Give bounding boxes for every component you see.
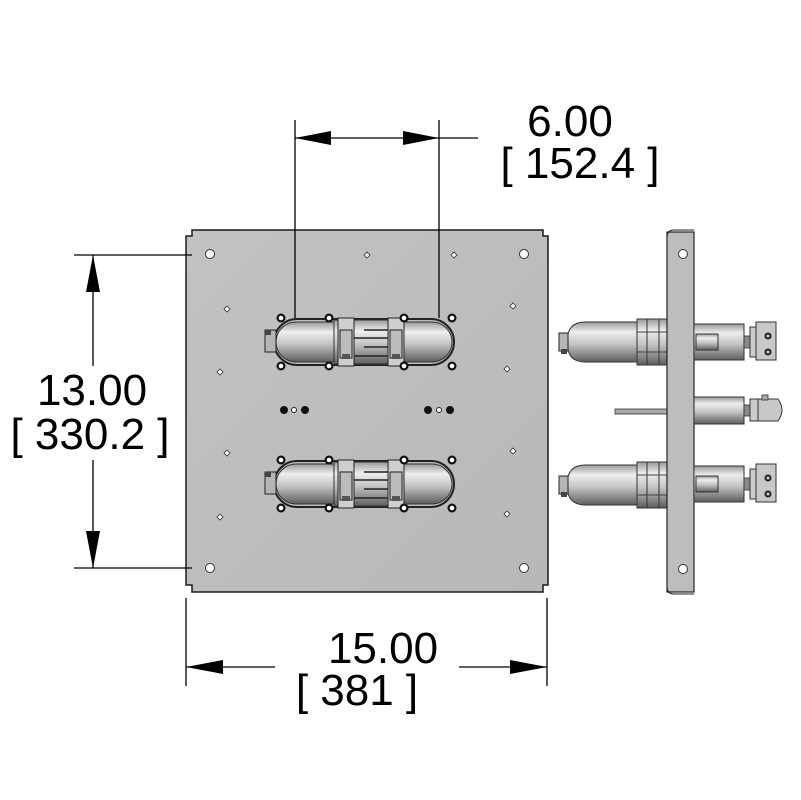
upper-side-tank xyxy=(558,318,668,366)
dimension-top-inches: 6.00 xyxy=(527,97,613,146)
mounting-plate-front-view xyxy=(185,229,549,593)
upper-connector xyxy=(693,321,777,361)
lower-side-tank xyxy=(558,461,668,509)
dimension-left-mm: [ 330.2 ] xyxy=(10,410,169,459)
middle-connector xyxy=(693,394,783,425)
lower-connector xyxy=(693,463,777,503)
center-fittings xyxy=(280,406,454,414)
dimension-left-inches: 13.00 xyxy=(37,366,147,415)
lower-cylinder-assembly xyxy=(265,456,457,513)
dimension-width-cylinder-spacing xyxy=(294,120,478,318)
dimension-bottom-inches: 15.00 xyxy=(328,624,438,673)
bracket-side-view xyxy=(558,229,783,595)
dimension-height xyxy=(74,254,192,569)
dimension-width-plate xyxy=(185,598,548,686)
upper-cylinder-assembly xyxy=(265,314,457,371)
corner-mount-holes xyxy=(205,249,529,573)
dimension-bottom-mm: [ 381 ] xyxy=(296,666,418,715)
dimension-top-mm: [ 152.4 ] xyxy=(500,139,659,188)
